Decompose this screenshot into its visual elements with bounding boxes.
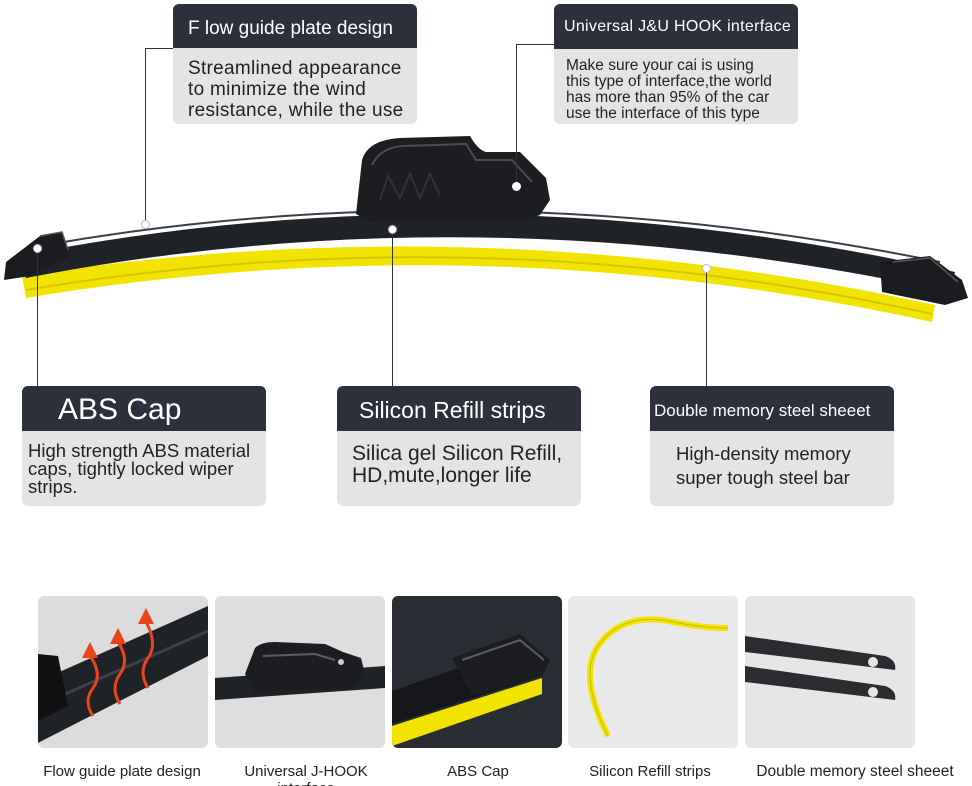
callout-body: High-density memory super tough steel ba… (650, 431, 894, 490)
callout-title: Silicon Refill strips (337, 386, 581, 431)
marker-dot-j-hook (512, 182, 521, 191)
caption-abs-cap: ABS Cap (447, 763, 509, 780)
caption-steel-bar: Double memory steel sheeet (756, 763, 954, 780)
marker-dot-flow-guide (141, 220, 150, 229)
thumbnail-j-hook (215, 596, 385, 748)
marker-dot-abs-cap (33, 244, 42, 253)
callout-line: strips. (28, 476, 78, 497)
callout-steel-bar: Double memory steel sheeet High-density … (650, 386, 894, 506)
callout-j-hook: Universal J&U HOOK interface Make sure y… (554, 4, 798, 124)
callout-line: Streamlined appearance (188, 58, 402, 79)
callout-line: HD,mute,longer life (352, 464, 532, 487)
callout-line: Silica gel Silicon Refill, (352, 442, 563, 465)
callout-title: Double memory steel sheeet (650, 386, 894, 431)
marker-dot-silicon (388, 225, 397, 234)
callout-line: High-density memory (676, 443, 851, 464)
marker-dot-steel (702, 264, 711, 273)
callout-body: Streamlined appearance to minimize the w… (173, 48, 417, 121)
callout-title: Universal J&U HOOK interface (554, 4, 798, 49)
callout-line: super tough steel bar (676, 467, 850, 488)
leader-line-silicon (392, 232, 393, 386)
callout-abs-cap: ABS Cap High strength ABS material caps,… (22, 386, 266, 506)
leader-line-j-hook-h (516, 44, 554, 45)
callout-line: resistance, while the use (188, 100, 404, 121)
callout-line: caps, tightly locked wiper (28, 458, 234, 479)
leader-line-j-hook (516, 44, 517, 186)
callout-body: Silica gel Silicon Refill, HD,mute,longe… (337, 431, 581, 487)
callout-body: High strength ABS material caps, tightly… (22, 431, 266, 496)
callout-line: High strength ABS material (28, 440, 251, 461)
wiper-blade-illustration (4, 136, 968, 322)
callout-body: Make sure your cai is using this type of… (554, 49, 798, 122)
callout-line: use the interface of this type (566, 105, 760, 122)
callout-line: Make sure your cai is using (566, 57, 754, 74)
thumbnail-steel-bar (745, 596, 915, 748)
caption-silicon-refill: Silicon Refill strips (589, 763, 711, 780)
caption-j-hook: Universal J-HOOK interface (244, 763, 368, 786)
callout-line: to minimize the wind (188, 79, 367, 100)
leader-line-flow-guide (145, 48, 146, 226)
leader-line-steel (706, 270, 707, 386)
thumbnail-silicon-refill (568, 596, 738, 748)
callout-title: ABS Cap (22, 386, 266, 431)
thumbnail-abs-cap (392, 596, 562, 748)
leader-line-flow-guide-h (145, 48, 173, 49)
callout-flow-guide: F low guide plate design Streamlined app… (173, 4, 417, 124)
thumbnail-flow-guide (38, 596, 208, 748)
leader-line-abs-cap (37, 250, 38, 386)
callout-line: has more than 95% of the car (566, 89, 770, 106)
callout-line: this type of interface,the world (566, 73, 772, 90)
callout-title: F low guide plate design (173, 4, 417, 48)
caption-flow-guide: Flow guide plate design (43, 763, 201, 780)
callout-silicon-refill: Silicon Refill strips Silica gel Silicon… (337, 386, 581, 506)
